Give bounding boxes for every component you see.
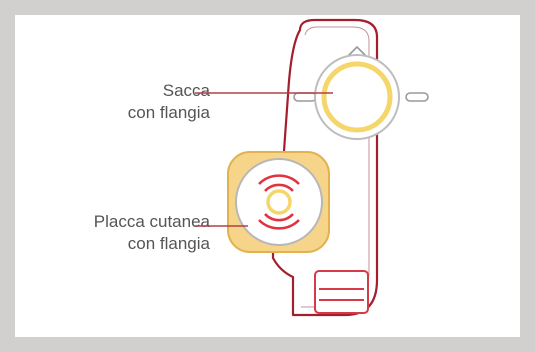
red-arc-mid-bottom <box>264 213 294 222</box>
red-arc-mid-top <box>264 183 294 192</box>
flange-yellow-ring <box>321 61 393 133</box>
label-placca: Placca cutanea con flangia <box>94 211 210 255</box>
pouch-outlet <box>314 270 369 314</box>
illustration <box>195 18 429 317</box>
pouch-flange <box>293 46 429 140</box>
diagram-canvas: Sacca con flangia Placca cutanea con fla… <box>15 15 520 337</box>
right-lug <box>405 92 429 102</box>
label-placca-line2: con flangia <box>127 234 210 253</box>
label-sacca: Sacca con flangia <box>128 80 210 124</box>
label-placca-line1: Placca cutanea <box>93 212 210 231</box>
plate-yellow-ring <box>266 189 292 215</box>
label-sacca-line1: Sacca <box>162 81 210 100</box>
red-arc-outer-bottom <box>258 219 300 230</box>
label-sacca-line2: con flangia <box>127 103 210 122</box>
red-arc-outer-top <box>258 174 300 185</box>
left-lug <box>293 92 317 102</box>
skin-barrier-plate-icon <box>227 151 330 253</box>
